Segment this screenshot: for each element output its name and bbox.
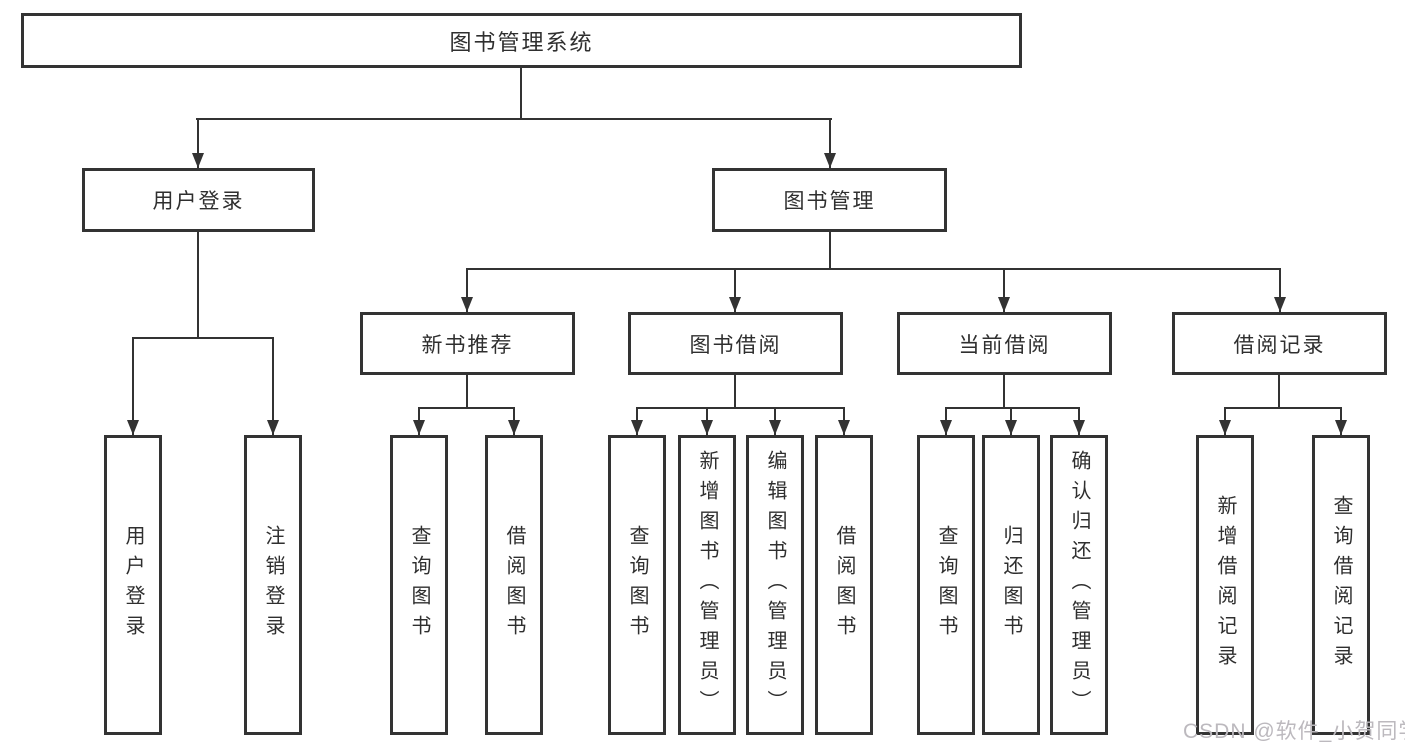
connector-line (734, 375, 736, 408)
leaf-add-book-admin: 新增图书（管理员） (678, 435, 736, 735)
leaf-query-books-current: 查询图书 (917, 435, 975, 735)
leaf-logout: 注销登录 (244, 435, 302, 735)
arrow-down-icon (461, 297, 473, 312)
arrow-down-icon (824, 153, 836, 168)
connector-line (734, 268, 736, 312)
connector-line (829, 118, 831, 168)
leaf-query-borrow-record: 查询借阅记录 (1312, 435, 1370, 735)
connector-line (132, 337, 134, 435)
connector-line (466, 375, 468, 408)
leaf-add-borrow-record: 新增借阅记录 (1196, 435, 1254, 735)
connector-line (466, 268, 1281, 270)
connector-line (520, 68, 522, 119)
connector-line (1003, 268, 1005, 312)
arrow-down-icon (1335, 420, 1347, 435)
node-current-borrowing: 当前借阅 (897, 312, 1112, 375)
connector-line (418, 407, 515, 409)
leaf-return-book: 归还图书 (982, 435, 1040, 735)
arrow-down-icon (192, 153, 204, 168)
node-new-book-recommendation: 新书推荐 (360, 312, 575, 375)
leaf-edit-book-admin: 编辑图书（管理员） (746, 435, 804, 735)
arrow-down-icon (998, 297, 1010, 312)
connector-line (1278, 375, 1280, 408)
node-borrowing-records: 借阅记录 (1172, 312, 1387, 375)
arrow-down-icon (631, 420, 643, 435)
leaf-query-books-recommend: 查询图书 (390, 435, 448, 735)
arrow-down-icon (267, 420, 279, 435)
connector-line (829, 232, 831, 269)
arrow-down-icon (940, 420, 952, 435)
node-book-management: 图书管理 (712, 168, 947, 232)
arrow-down-icon (1274, 297, 1286, 312)
connector-line (196, 118, 832, 120)
arrow-down-icon (127, 420, 139, 435)
arrow-down-icon (1073, 420, 1085, 435)
leaf-user-login: 用户登录 (104, 435, 162, 735)
connector-line (466, 268, 468, 312)
connector-line (132, 337, 274, 339)
connector-line (945, 407, 1080, 409)
leaf-query-books-borrowing: 查询图书 (608, 435, 666, 735)
node-user-login: 用户登录 (82, 168, 315, 232)
arrow-down-icon (413, 420, 425, 435)
connector-line (1224, 407, 1342, 409)
watermark: CSDN @软件_小贺同学 (1183, 720, 1405, 743)
node-book-borrowing: 图书借阅 (628, 312, 843, 375)
connector-line (1279, 268, 1281, 312)
connector-line (197, 232, 199, 338)
arrow-down-icon (508, 420, 520, 435)
leaf-borrow-books-recommend: 借阅图书 (485, 435, 543, 735)
arrow-down-icon (1219, 420, 1231, 435)
connector-line (197, 118, 199, 168)
connector-line (1003, 375, 1005, 408)
leaf-confirm-return-admin: 确认归还（管理员） (1050, 435, 1108, 735)
arrow-down-icon (701, 420, 713, 435)
leaf-borrow-books-borrowing: 借阅图书 (815, 435, 873, 735)
arrow-down-icon (729, 297, 741, 312)
arrow-down-icon (838, 420, 850, 435)
arrow-down-icon (769, 420, 781, 435)
node-library-management-system: 图书管理系统 (21, 13, 1022, 68)
connector-line (636, 407, 845, 409)
arrow-down-icon (1005, 420, 1017, 435)
connector-line (272, 337, 274, 435)
